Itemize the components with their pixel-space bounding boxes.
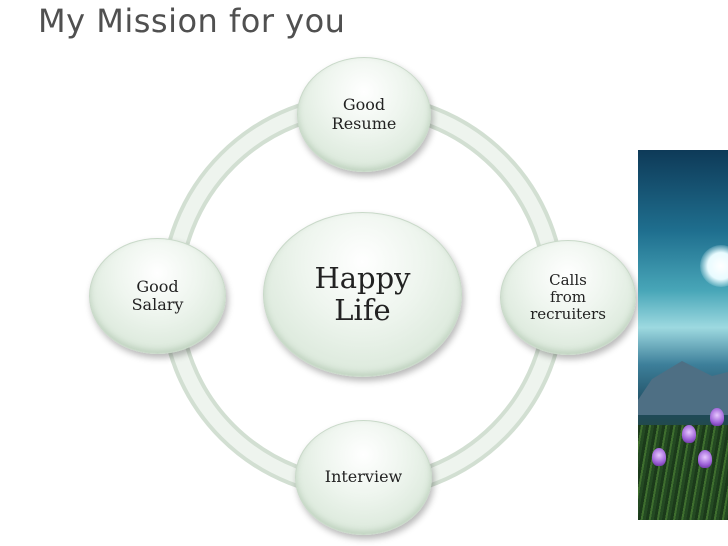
night-landscape-image [638, 150, 728, 520]
node-calls-from-recruiters: Calls from recruiters [500, 240, 636, 355]
node-interview-label: Interview [324, 467, 403, 487]
flower-icon [698, 450, 712, 468]
flower-icon [710, 408, 724, 426]
node-calls-from-recruiters-label: Calls from recruiters [530, 270, 606, 324]
node-good-resume: Good Resume [297, 57, 431, 172]
node-good-salary-label: Good Salary [131, 276, 184, 314]
node-happy-life-label: Happy Life [314, 260, 411, 327]
node-happy-life: Happy Life [263, 212, 462, 377]
node-good-resume-label: Good Resume [331, 95, 397, 133]
flower-icon [652, 448, 666, 466]
moon-icon [700, 245, 728, 287]
slide-title: My Mission for you [38, 2, 346, 40]
flower-icon [682, 425, 696, 443]
mountain-shape [638, 361, 728, 415]
node-interview: Interview [295, 420, 432, 535]
node-good-salary: Good Salary [89, 238, 226, 354]
